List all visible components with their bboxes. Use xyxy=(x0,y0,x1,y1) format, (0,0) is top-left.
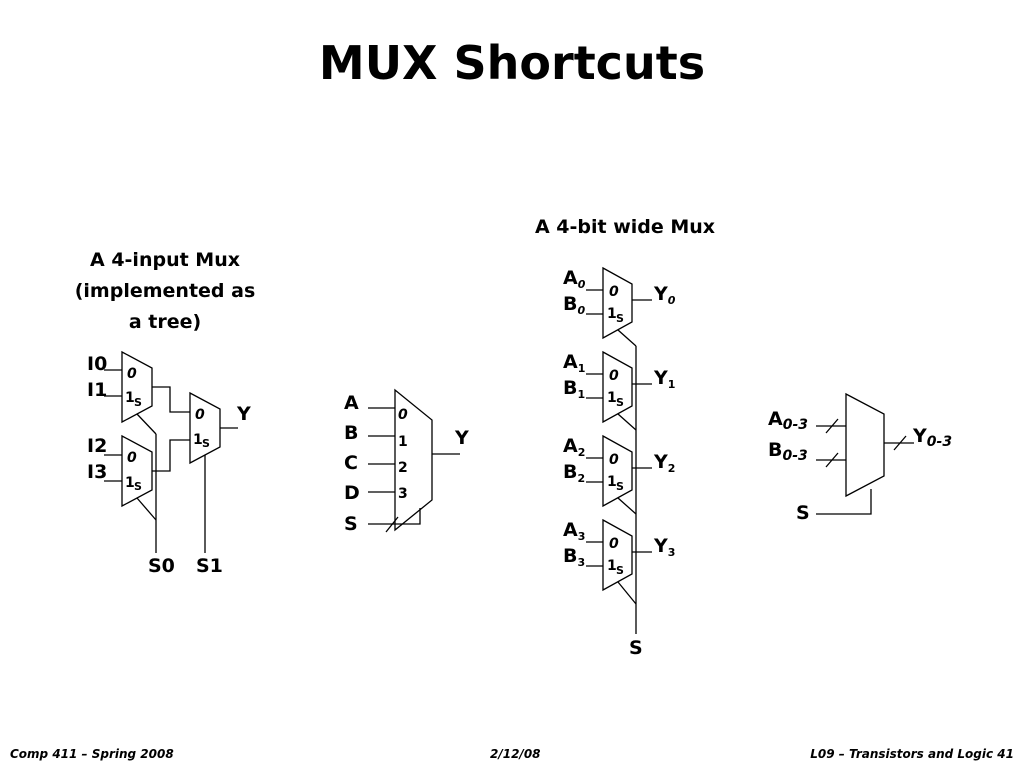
mux-pin-sel: S xyxy=(616,312,624,325)
wide-mux-b-label: B1 xyxy=(563,377,585,401)
wide-mux-bit xyxy=(602,350,633,424)
footer-lecture: L09 – Transistors and Logic 41 xyxy=(810,747,1014,761)
footer-course: Comp 411 – Spring 2008 xyxy=(10,747,174,761)
tree-mux-stage1-bottom xyxy=(121,434,153,508)
mux-pin-sel: S xyxy=(616,564,624,577)
mux4-pin: 3 xyxy=(398,486,408,502)
tree-output-label: Y xyxy=(236,403,251,425)
mux-pin-0: 0 xyxy=(609,452,619,468)
wide-mux-caption: A 4-bit wide Mux xyxy=(534,216,716,238)
tree-input-label: I0 xyxy=(87,353,107,375)
bus-mux-b-label: B0-3 xyxy=(768,439,808,464)
mux-pin-0: 0 xyxy=(195,407,205,423)
mux4-select-label: S xyxy=(344,513,358,535)
bus-mux-y-label: Y0-3 xyxy=(912,425,952,450)
bus-mux-a-label: A0-3 xyxy=(768,408,808,433)
mux-pin-sel: S xyxy=(134,396,142,409)
mux4-pin: 1 xyxy=(398,434,408,450)
tree-mux-caption-line: A 4-input Mux xyxy=(90,249,240,271)
mux-pin-0: 0 xyxy=(609,368,619,384)
tree-mux-caption-line: (implemented as xyxy=(74,280,256,302)
mux-pin-0: 0 xyxy=(127,366,137,382)
mux4-body xyxy=(394,388,433,532)
mux-pin-1: 1 xyxy=(125,390,135,406)
tree-select-label: S1 xyxy=(196,555,223,577)
mux4-pin: 2 xyxy=(398,460,408,476)
tree-mux-caption-line: a tree) xyxy=(128,311,202,333)
footer-date: 2/12/08 xyxy=(490,747,541,761)
tree-mux-stage1-top xyxy=(121,350,153,424)
wide-mux-b-label: B3 xyxy=(563,545,585,569)
mux-pin-1: 1 xyxy=(193,432,203,448)
tree-input-label: I2 xyxy=(87,435,107,457)
wide-mux-y-label: Y2 xyxy=(653,451,675,475)
wide-mux-bit xyxy=(602,266,633,340)
wide-mux-a-label: A0 xyxy=(563,267,586,291)
wide-mux-y-label: Y3 xyxy=(653,535,675,559)
wide-mux-a-label: A1 xyxy=(563,351,585,375)
wide-mux-bit xyxy=(602,434,633,508)
bus-mux-body xyxy=(845,392,885,498)
mux-pin-1: 1 xyxy=(607,474,617,490)
tree-mux-caption: A 4-input Mux (implemented as a tree) xyxy=(60,245,270,338)
mux-pin-sel: S xyxy=(616,480,624,493)
mux4-input-label: D xyxy=(344,482,360,504)
wide-mux-b-label: B2 xyxy=(563,461,585,485)
mux4-output-label: Y xyxy=(454,427,469,449)
tree-select-label: S0 xyxy=(148,555,175,577)
bus-mux: A0-3 B0-3 Y0-3 S xyxy=(768,392,952,524)
mux-pin-1: 1 xyxy=(607,558,617,574)
wide-mux-b-label: B0 xyxy=(563,293,585,317)
wide-mux-y-label: Y0 xyxy=(653,283,676,307)
mux-pin-0: 0 xyxy=(609,284,619,300)
wide-mux-y-label: Y1 xyxy=(653,367,675,391)
tree-mux-stage2 xyxy=(189,391,221,465)
wide-mux: 0 1 S A0 B0 Y0 0 1 S A1 B1 Y1 0 1 xyxy=(563,266,676,659)
mux-pin-sel: S xyxy=(202,437,210,450)
mux-pin-0: 0 xyxy=(127,450,137,466)
mux4: A B C D S Y 0 1 2 3 xyxy=(344,388,469,535)
tree-input-label: I1 xyxy=(87,379,107,401)
mux-pin-1: 1 xyxy=(125,475,135,491)
mux-pin-sel: S xyxy=(616,396,624,409)
wide-mux-bit xyxy=(602,518,633,592)
mux4-pin: 0 xyxy=(398,407,408,423)
mux4-input-label: B xyxy=(344,422,358,444)
tree-mux: 0 1 S 0 1 S 0 1 S xyxy=(87,350,251,577)
wide-mux-a-label: A3 xyxy=(563,519,585,543)
wide-mux-a-label: A2 xyxy=(563,435,585,459)
tree-input-label: I3 xyxy=(87,461,107,483)
mux-pin-1: 1 xyxy=(607,390,617,406)
mux4-input-label: C xyxy=(344,452,358,474)
wide-mux-select-label: S xyxy=(629,637,643,659)
mux4-input-label: A xyxy=(344,392,359,414)
mux-pin-sel: S xyxy=(134,480,142,493)
mux-pin-1: 1 xyxy=(607,306,617,322)
mux-pin-0: 0 xyxy=(609,536,619,552)
slide-title: MUX Shortcuts xyxy=(318,36,706,90)
bus-mux-select-label: S xyxy=(796,502,810,524)
